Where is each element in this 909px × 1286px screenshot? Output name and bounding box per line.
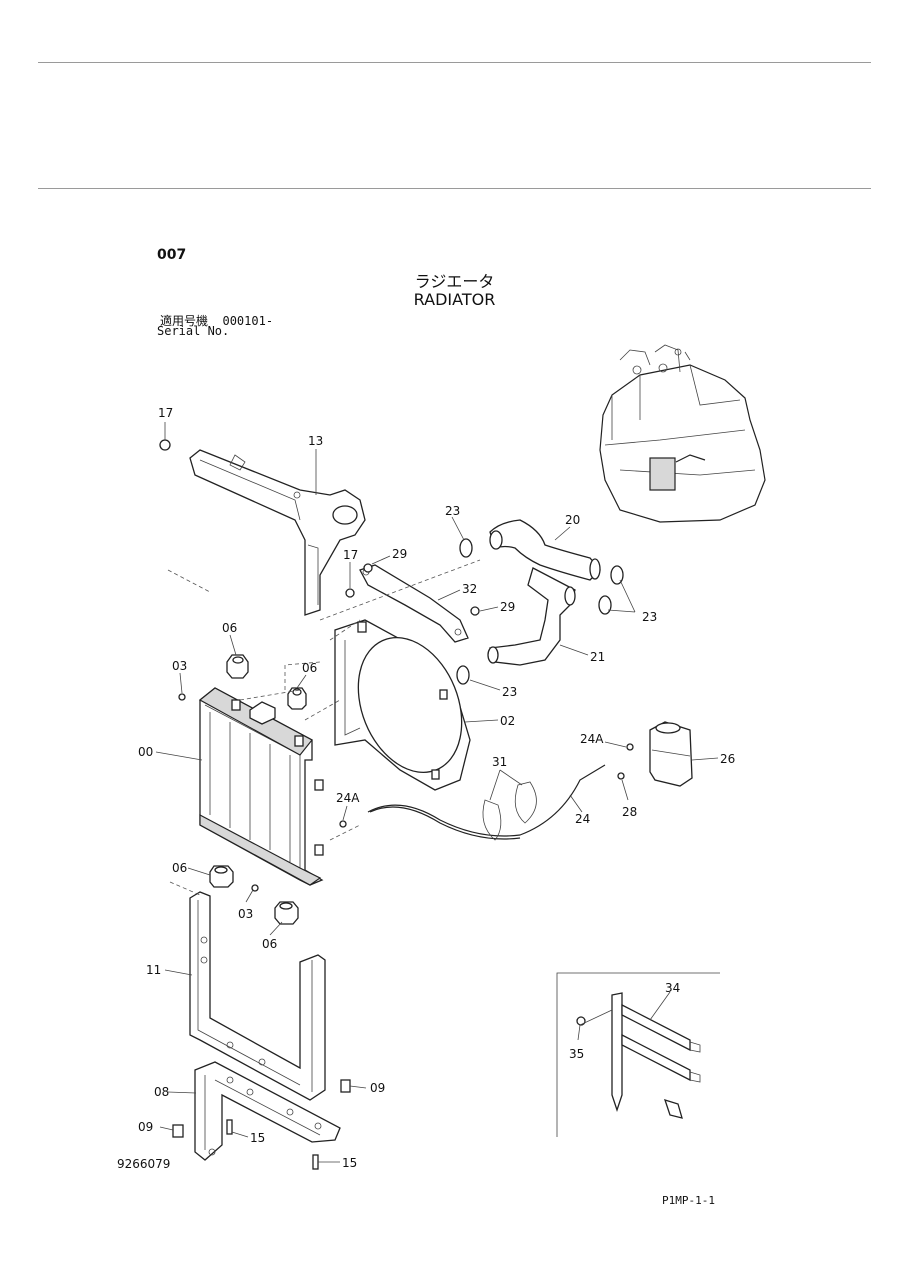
callout-labels: 17 13 17 29 23 20 32 29 23 06 03 06 21 2…: [138, 406, 735, 1170]
serial-label-jp: 適用号機: [160, 314, 209, 328]
serial-label-en: Serial No.: [157, 324, 230, 338]
top-rule: [38, 62, 871, 63]
page-reference: P1MP-1-1: [662, 1194, 715, 1207]
callout-17: 17: [158, 406, 173, 420]
callout-06: 06: [302, 661, 317, 675]
callout-15: 15: [250, 1131, 265, 1145]
serial-line-japanese: 適用号機 000101-: [160, 312, 273, 329]
callout-29: 29: [392, 547, 407, 561]
part-06-mount-rubbers: [209, 654, 307, 925]
callout-00: 00: [138, 745, 153, 759]
callout-06: 06: [172, 861, 187, 875]
serial-value: 000101-: [222, 314, 274, 328]
part-21-lower-hose: [487, 567, 576, 666]
callout-24A: 24A: [336, 791, 360, 805]
machine-location-inset: [599, 344, 766, 523]
part-26-reserve-tank: [649, 721, 693, 787]
part-08-base-bracket: [194, 1061, 341, 1161]
callout-23: 23: [445, 504, 460, 518]
callout-20: 20: [565, 513, 580, 527]
callout-17: 17: [343, 548, 358, 562]
part-02-fan-shroud: [334, 619, 471, 791]
part-11-lower-frame: [189, 891, 326, 1101]
small-bolts: [159, 439, 634, 892]
callout-03: 03: [172, 659, 187, 673]
callout-06: 06: [222, 621, 237, 635]
title-japanese: ラジエータ: [414, 272, 495, 291]
callout-35: 35: [569, 1047, 584, 1061]
inset-34-35: [556, 972, 720, 1137]
part-20-upper-hose: [489, 519, 601, 581]
callout-03: 03: [238, 907, 253, 921]
callout-24: 24: [575, 812, 590, 826]
callout-28: 28: [622, 805, 637, 819]
callout-21: 21: [590, 650, 605, 664]
callout-02: 02: [500, 714, 515, 728]
callout-23: 23: [642, 610, 657, 624]
callout-32: 32: [462, 582, 477, 596]
part-23-hose-clamps: [456, 538, 624, 685]
title-english: RADIATOR: [413, 290, 496, 309]
callout-24A: 24A: [580, 732, 604, 746]
callout-13: 13: [308, 434, 323, 448]
callout-15: 15: [342, 1156, 357, 1170]
callout-08: 08: [154, 1085, 169, 1099]
callout-26: 26: [720, 752, 735, 766]
document-number: 9266079: [117, 1157, 171, 1171]
callout-06: 06: [262, 937, 277, 951]
part-13-upper-bracket: [189, 449, 366, 616]
part-24-overflow-tube: [367, 764, 606, 841]
assembly-dashed-lines: [167, 559, 481, 896]
leader-lines: [155, 422, 719, 1163]
part-00-radiator-core: [198, 687, 324, 886]
second-rule: [38, 188, 871, 189]
callout-23: 23: [502, 685, 517, 699]
callout-09: 09: [138, 1120, 153, 1134]
callout-09: 09: [370, 1081, 385, 1095]
section-code: 007: [157, 247, 187, 263]
callout-11: 11: [146, 963, 161, 977]
callout-34: 34: [665, 981, 680, 995]
callout-31: 31: [492, 755, 507, 769]
callout-29: 29: [500, 600, 515, 614]
